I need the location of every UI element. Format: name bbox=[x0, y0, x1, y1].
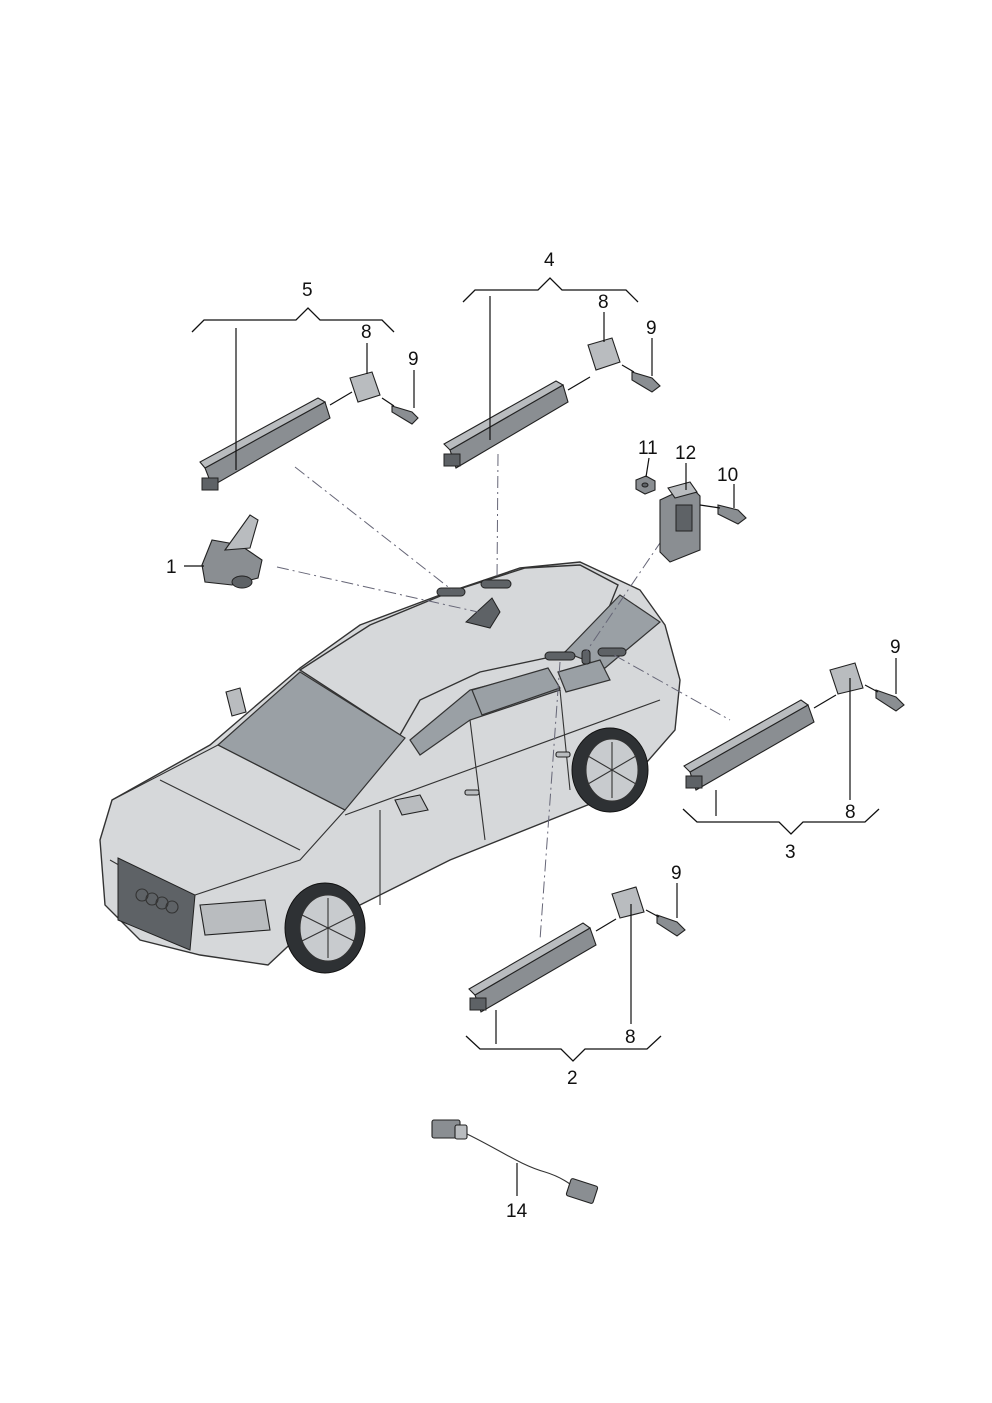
callout-8: 8 bbox=[598, 292, 609, 313]
callout-8: 8 bbox=[845, 802, 856, 823]
callout-9: 9 bbox=[671, 863, 682, 884]
roof-antenna-1 bbox=[201, 514, 263, 589]
antenna-module-2 bbox=[468, 886, 686, 1013]
location-lines bbox=[276, 453, 731, 941]
bracket-3 bbox=[682, 808, 880, 835]
callout-10: 10 bbox=[717, 465, 738, 486]
callout-4: 4 bbox=[544, 250, 555, 271]
callout-8: 8 bbox=[625, 1027, 636, 1048]
callout-5: 5 bbox=[302, 280, 313, 301]
bracket-4 bbox=[462, 277, 639, 303]
car-illustration bbox=[99, 561, 681, 974]
callout-9: 9 bbox=[408, 349, 419, 370]
antenna-cable-14 bbox=[431, 1119, 599, 1204]
callout-9: 9 bbox=[890, 637, 901, 658]
callout-12: 12 bbox=[675, 443, 696, 464]
audi-rings-logo bbox=[135, 888, 179, 914]
callout-3: 3 bbox=[785, 842, 796, 863]
bracket-2 bbox=[465, 1035, 662, 1062]
callout-11: 11 bbox=[638, 438, 658, 459]
amplifier-assembly bbox=[635, 475, 747, 563]
callout-8: 8 bbox=[361, 322, 372, 343]
callout-1: 1 bbox=[166, 557, 177, 578]
antenna-module-4 bbox=[443, 337, 661, 469]
callout-14: 14 bbox=[506, 1201, 528, 1222]
antenna-module-3 bbox=[683, 662, 905, 791]
callout-labels: 5 8 9 4 8 9 11 12 10 1 9 8 3 9 8 2 14 bbox=[166, 250, 901, 1222]
callout-9: 9 bbox=[646, 318, 657, 339]
antenna-module-5 bbox=[199, 371, 419, 491]
callout-2: 2 bbox=[567, 1068, 578, 1089]
leader-lines bbox=[184, 296, 897, 1196]
group-brackets bbox=[191, 277, 880, 1062]
bracket-5 bbox=[191, 307, 395, 333]
